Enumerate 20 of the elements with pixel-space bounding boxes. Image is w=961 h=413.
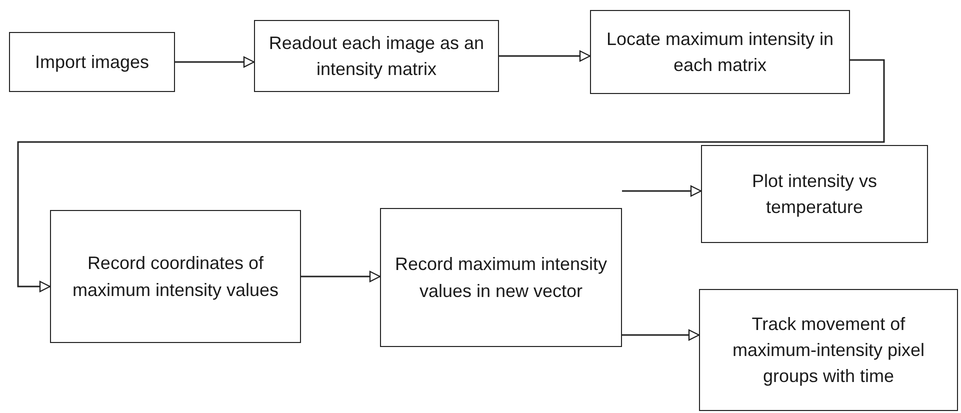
step-text: Record coordinates of maximum intensity values [71,252,280,302]
process-box [380,208,622,347]
process-box [590,10,850,94]
arrow [175,56,255,68]
arrow [499,50,591,62]
step-text: Locate maximum intensity in each matrix [605,28,835,77]
step-text: Track movement of maximum-intensity pixel groups with time [731,312,926,388]
process-box [701,145,928,243]
step-text: Plot intensity vs temperature [750,170,878,219]
process-box [50,210,301,343]
arrow [17,59,885,292]
step-text: Record maximum intensity values in new vector [394,253,608,302]
process-box [9,32,175,92]
step-text: Readout each image as an intensity matrix [268,32,486,81]
arrow [301,270,381,282]
arrow [622,329,700,341]
process-box [699,289,958,411]
step-text: Import images [34,50,150,74]
process-box [254,20,499,92]
arrow [622,185,702,197]
